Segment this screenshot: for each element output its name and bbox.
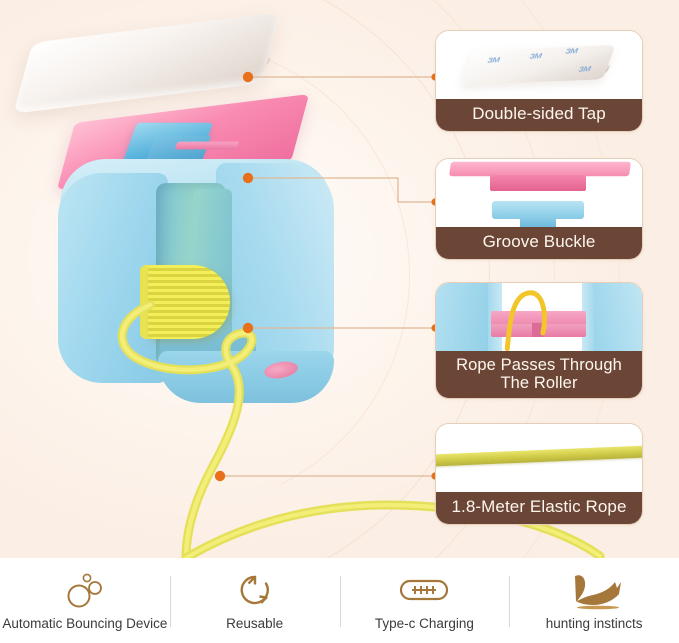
callout-card-rope-passes-through-roller[interactable]: Rope Passes Through The Roller [435, 282, 643, 400]
recycle-arrows-icon [238, 570, 272, 610]
callout-card-elastic-rope[interactable]: 1.8-Meter Elastic Rope [435, 423, 643, 525]
feature-type-c-charging[interactable]: Type-c Charging [339, 558, 510, 643]
callout-art-elastic-rope [436, 424, 642, 492]
callout-art-groove-buckle [436, 159, 642, 227]
body-bottom-rim [158, 351, 334, 403]
callout-label: Groove Buckle [436, 227, 642, 259]
callout-card-double-sided-tap[interactable]: 3M 3M 3M 3M Double-sided Tap [435, 30, 643, 132]
feature-label: Type-c Charging [374, 616, 474, 631]
callout-label: Double-sided Tap [436, 99, 642, 131]
yellow-rope-spool [148, 265, 230, 339]
feature-automatic-bouncing-device[interactable]: Automatic Bouncing Device [0, 558, 170, 643]
pink-inner-bar [174, 141, 240, 150]
feature-hunting-instincts[interactable]: hunting instincts [509, 558, 679, 643]
usb-type-c-port-icon [399, 570, 449, 610]
rope-loop-in-roller [504, 290, 547, 351]
callout-card-groove-buckle[interactable]: Groove Buckle [435, 158, 643, 260]
callout-art-double-sided-tap: 3M 3M 3M 3M [436, 31, 642, 99]
callout-art-roller [436, 283, 642, 351]
double-sided-tape-pad [13, 12, 281, 114]
pouncing-cat-icon [565, 570, 623, 610]
feature-label: Automatic Bouncing Device [2, 616, 168, 631]
feature-label: hunting instincts [545, 616, 643, 631]
product-illustration-stage: 3M 3M 3M 3M Double-sided Tap Groove Buck… [0, 0, 679, 558]
callout-label: Rope Passes Through The Roller [436, 351, 642, 399]
feature-bar: Automatic Bouncing Device Reusable Type-… [0, 558, 679, 643]
callout-label-line1: Rope Passes Through [456, 356, 622, 374]
feature-reusable[interactable]: Reusable [169, 558, 340, 643]
callout-label: 1.8-Meter Elastic Rope [436, 492, 642, 524]
product-exploded-view [13, 12, 334, 558]
bubbles-icon [64, 570, 106, 610]
feature-label: Reusable [226, 616, 284, 631]
callout-label-line2: The Roller [500, 374, 578, 393]
